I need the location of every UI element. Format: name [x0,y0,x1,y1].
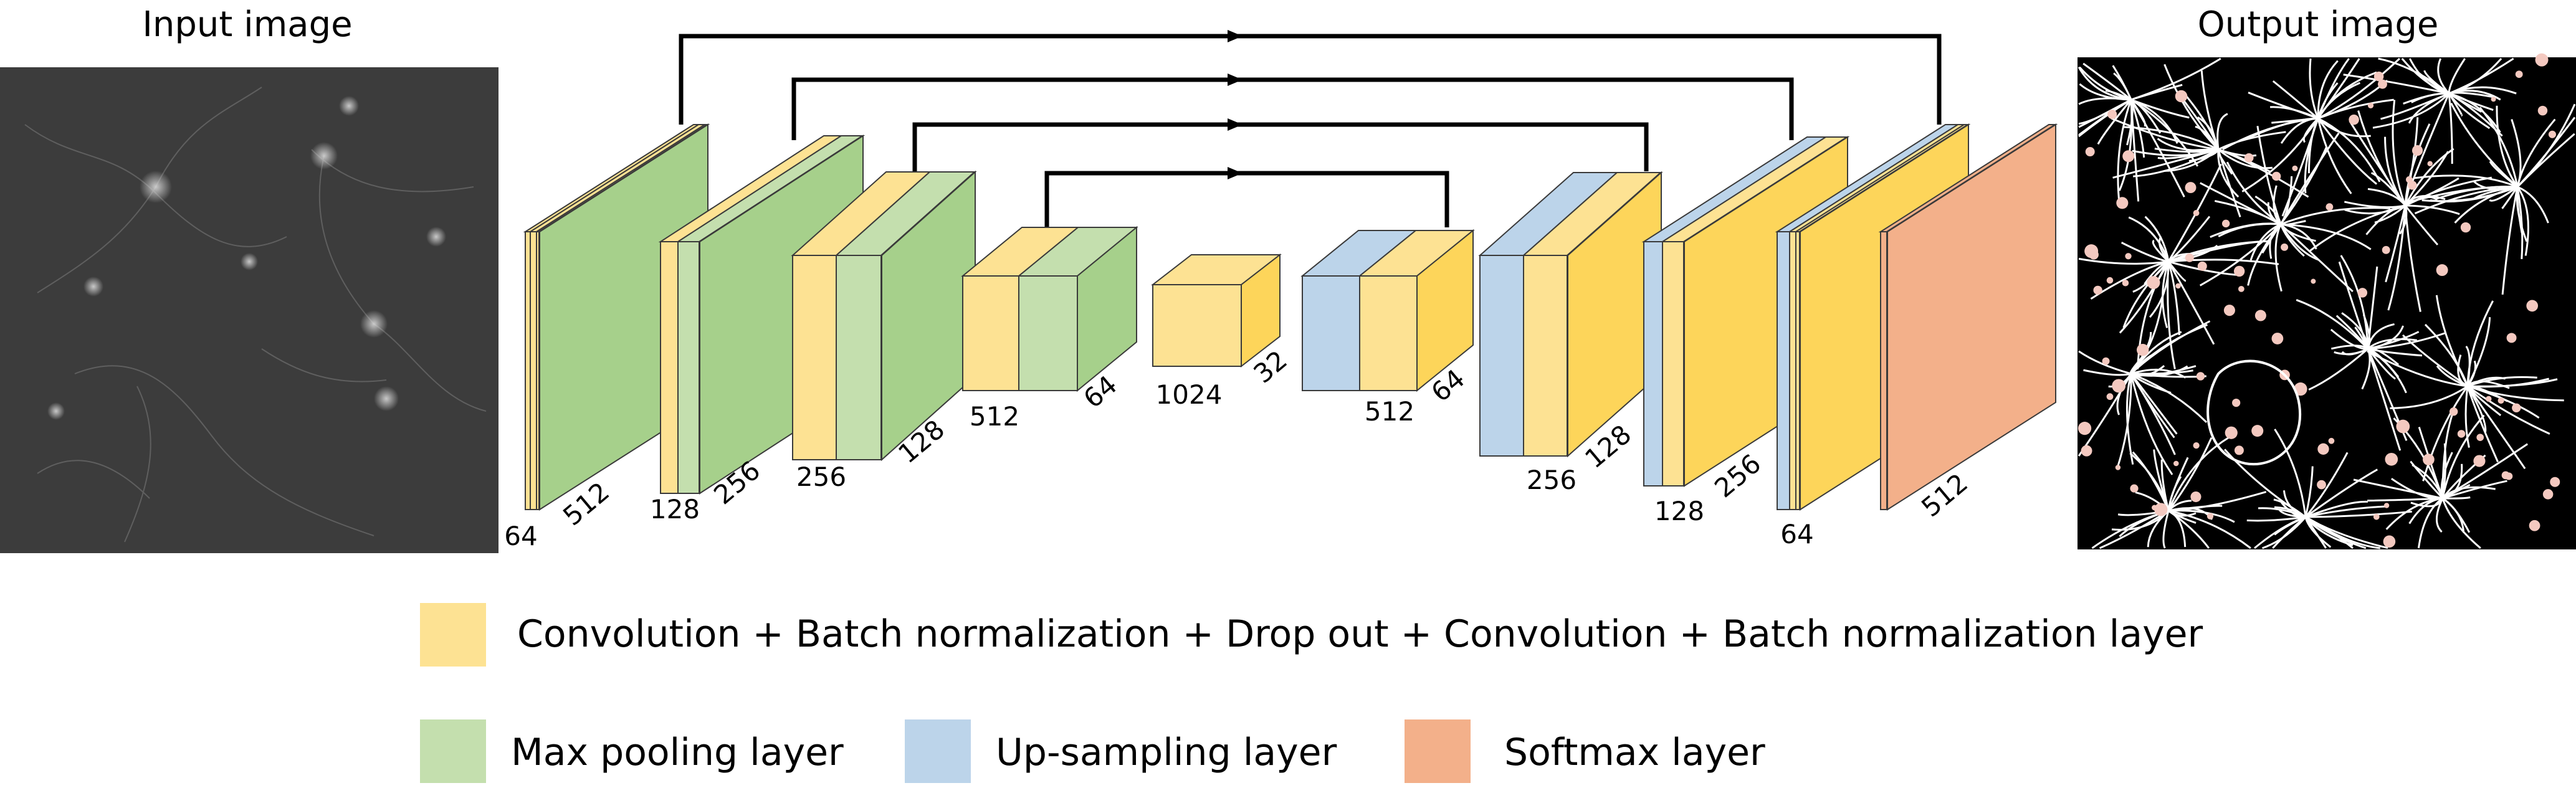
legend-swatch-softmax [1405,719,1471,783]
legend-swatch-pool [420,719,486,783]
dim-e2-channels: 128 [650,494,700,525]
block-enc-3 [791,170,977,462]
dim-d4-channels: 512 [1365,396,1414,427]
dim-bottleneck-channels: 1024 [1156,379,1223,410]
dim-e3-channels: 256 [796,462,846,492]
legend: Convolution + Batch normalization + Drop… [420,603,2203,783]
block-enc-4 [961,225,1138,392]
legend-label-up: Up-sampling layer [996,731,1337,774]
input-image-title: Input image [142,4,352,45]
block-bottleneck [1151,253,1282,368]
dim-e1-channels: 64 [504,521,537,551]
legend-swatch-conv [420,603,486,667]
dim-d2-channels: 128 [1654,496,1704,526]
dim-d3-channels: 256 [1527,465,1577,495]
legend-label-softmax: Softmax layer [1504,731,1765,774]
legend-swatch-up [905,719,971,783]
skip-connection-2 [791,77,1794,140]
skip-arrowheads [1228,30,1243,179]
block-dec-3 [1478,171,1663,458]
skip-connection-4 [1044,171,1449,227]
dim-e4-channels: 512 [970,401,1019,432]
skip-connection-3 [912,122,1649,171]
block-dec-4 [1300,229,1475,392]
output-image [2077,53,2576,549]
skip-connections [679,34,1942,227]
block-softmax [1878,123,2058,511]
output-image-title: Output image [2198,4,2439,45]
dim-d1-channels: 64 [1780,519,1813,549]
input-image [0,67,499,553]
legend-label-pool: Max pooling layer [511,731,844,774]
skip-connection-1 [679,34,1942,125]
legend-label-conv: Convolution + Batch normalization + Drop… [517,612,2203,656]
